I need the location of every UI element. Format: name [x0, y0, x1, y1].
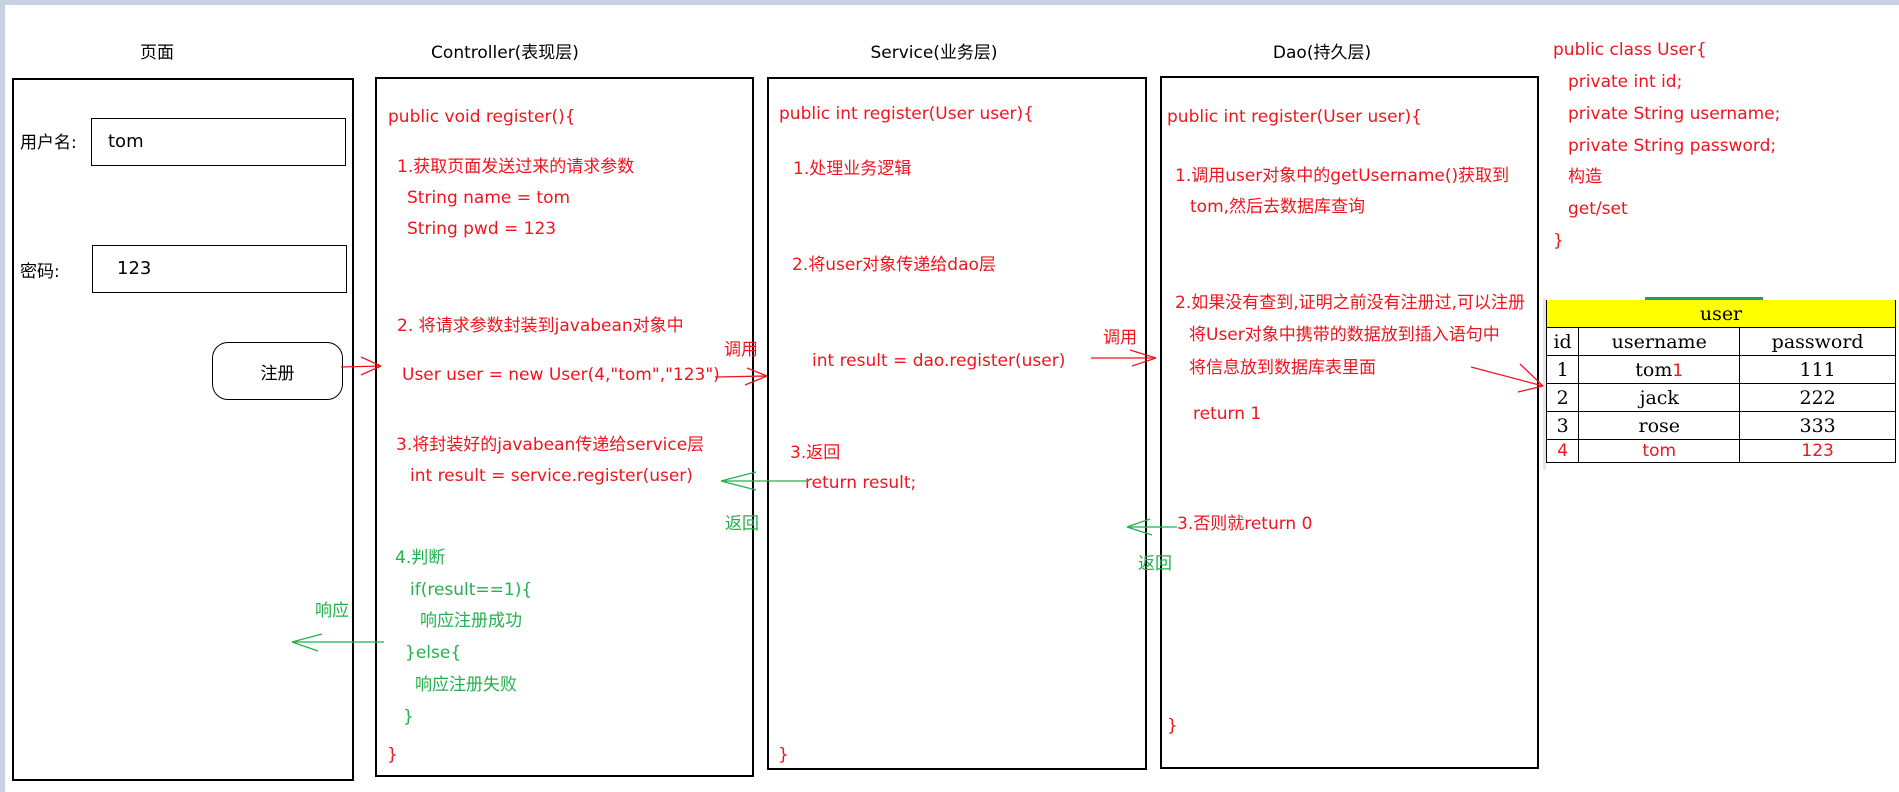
row-annotation: 1 [1672, 360, 1684, 381]
column-header: password [1739, 327, 1896, 356]
user-class-line: get/set [1568, 199, 1628, 219]
column-header: id [1545, 327, 1580, 356]
page-column-title: 页面 [140, 43, 174, 63]
controller-line: String name = tom [407, 188, 571, 208]
password-label: 密码: [20, 262, 60, 282]
dao-line: 3.否则就return 0 [1177, 514, 1313, 534]
table-name: user [1546, 300, 1896, 328]
username-label: 用户名: [20, 133, 77, 153]
controller-line: User user = new User(4,"tom","123") [402, 365, 720, 385]
dao-line: 1.调用user对象中的getUsername()获取到 [1175, 166, 1510, 186]
user-class-line: public class User{ [1553, 40, 1707, 60]
username-value: tom [108, 131, 144, 152]
call-label-controller-service: 调用 [724, 340, 758, 360]
table-cell: 111 [1739, 355, 1896, 384]
table-cell: 123 [1739, 439, 1896, 463]
service-box [767, 77, 1147, 770]
dao-line: 2.如果没有查到,证明之前没有注册过,可以注册 [1175, 293, 1526, 313]
controller-box [375, 77, 754, 777]
controller-line: 响应注册成功 [420, 611, 522, 631]
controller-line: 1.获取页面发送过来的请求参数 [397, 157, 635, 177]
table-row: 3 rose 333 [1545, 411, 1896, 440]
dao-line: } [1167, 716, 1178, 736]
controller-line: int result = service.register(user) [410, 466, 693, 486]
controller-line: 3.将封装好的javabean传递给service层 [396, 435, 705, 455]
table-row: 1 tom1 111 [1545, 355, 1896, 384]
dao-line: public int register(User user){ [1167, 107, 1422, 127]
dao-line: return 1 [1193, 404, 1262, 424]
user-class-line: } [1553, 231, 1564, 251]
call-label-service-dao: 调用 [1103, 328, 1137, 348]
table-cell: 222 [1739, 383, 1896, 412]
service-line: public int register(User user){ [779, 104, 1034, 124]
user-class-line: private String username; [1568, 104, 1781, 124]
table-cell: rose [1578, 411, 1741, 440]
user-class-line: 构造 [1568, 167, 1602, 187]
controller-line: String pwd = 123 [407, 219, 557, 239]
table-header-row: id username password [1545, 327, 1896, 356]
dao-box [1160, 76, 1539, 769]
controller-line: 4.判断 [395, 548, 446, 568]
password-input[interactable]: 123 [92, 245, 347, 293]
return-label-service-controller: 返回 [725, 514, 759, 534]
table-cell: 1 [1545, 355, 1580, 384]
response-label: 响应 [315, 601, 349, 621]
table-cell: 4 [1545, 439, 1580, 463]
table-selection-line [1645, 297, 1763, 300]
table-edge [1543, 298, 1546, 470]
controller-line: 响应注册失败 [415, 675, 517, 695]
controller-column-title: Controller(表现层) [431, 43, 579, 63]
username-input[interactable]: tom [91, 118, 346, 166]
window-frame-left [0, 0, 5, 792]
return-label-dao-service: 返回 [1138, 554, 1172, 574]
service-column-title: Service(业务层) [870, 43, 998, 63]
table-cell: 2 [1545, 383, 1580, 412]
dao-line: 将信息放到数据库表里面 [1189, 358, 1376, 378]
service-line: } [778, 745, 789, 765]
controller-line: if(result==1){ [410, 580, 533, 600]
controller-line: }else{ [405, 643, 462, 663]
user-class-line: private int id; [1568, 72, 1683, 92]
table-cell: jack [1578, 383, 1741, 412]
page-box [12, 78, 354, 781]
table-cell-text: tom [1635, 358, 1673, 381]
table-cell: 333 [1739, 411, 1896, 440]
controller-line: } [387, 745, 398, 765]
service-line: 1.处理业务逻辑 [793, 159, 912, 179]
dao-column-title: Dao(持久层) [1272, 43, 1372, 63]
column-header: username [1578, 327, 1741, 356]
register-button[interactable]: 注册 [212, 342, 343, 400]
table-cell: tom1 [1578, 355, 1741, 384]
table-row-new: 4 tom 123 [1545, 439, 1896, 463]
table-row: 2 jack 222 [1545, 383, 1896, 412]
controller-line: 2. 将请求参数封装到javabean对象中 [397, 316, 684, 336]
table-cell: tom [1578, 439, 1741, 463]
service-line: int result = dao.register(user) [812, 351, 1066, 371]
password-value: 123 [117, 258, 152, 279]
controller-line: } [403, 707, 414, 727]
window-frame-top [0, 0, 1899, 5]
service-line: 2.将user对象传递给dao层 [792, 255, 996, 275]
dao-line: 将User对象中携带的数据放到插入语句中 [1189, 325, 1500, 345]
service-line: return result; [805, 473, 917, 493]
user-table: user id username password 1 tom1 111 2 j… [1545, 300, 1896, 463]
user-class-line: private String password; [1568, 136, 1777, 156]
table-cell: 3 [1545, 411, 1580, 440]
service-line: 3.返回 [790, 443, 841, 463]
dao-line: tom,然后去数据库查询 [1190, 197, 1366, 217]
controller-line: public void register(){ [388, 107, 576, 127]
